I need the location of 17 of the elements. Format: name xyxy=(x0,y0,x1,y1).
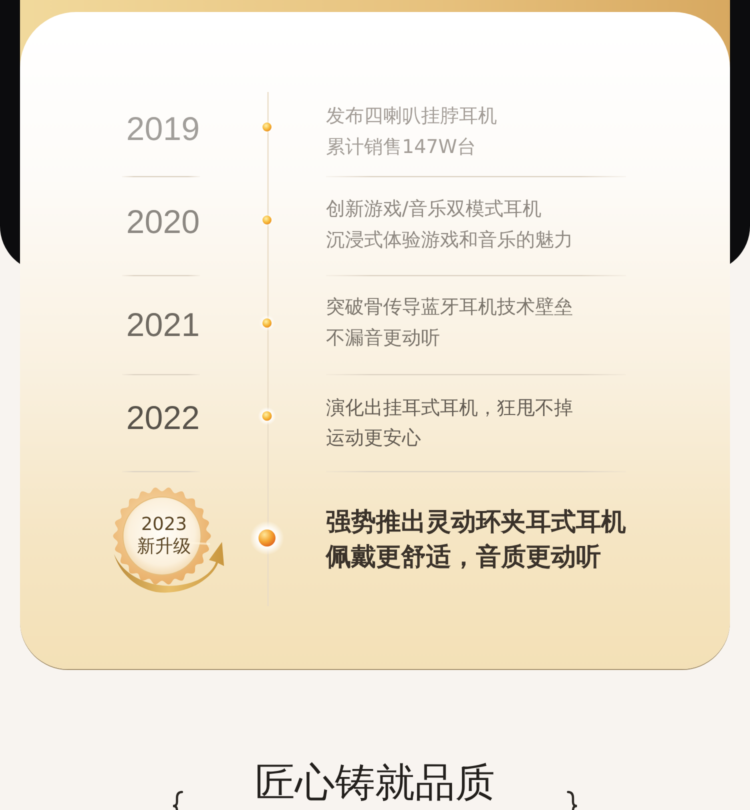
milestone-text: 运动更安心 xyxy=(326,426,421,450)
milestone-text: 强势推出灵动环夹耳式耳机 xyxy=(326,506,626,538)
badge-label: 新升级 xyxy=(136,536,192,558)
milestone-text: 突破骨传导蓝牙耳机技术壁垒 xyxy=(326,295,573,319)
milestone-text: 演化出挂耳式耳机，狂甩不掉 xyxy=(326,396,573,420)
milestone-text: 发布四喇叭挂脖耳机 xyxy=(326,104,497,128)
year-label: 2019 xyxy=(125,109,201,149)
badge-year: 2023 xyxy=(140,514,188,536)
milestone-text: 佩戴更舒适，音质更动听 xyxy=(326,541,601,573)
milestone-text: 沉浸式体验游戏和音乐的魅力 xyxy=(326,228,573,252)
milestone-text: 创新游戏/音乐双模式耳机 xyxy=(326,197,542,221)
milestone-text: 累计销售147W台 xyxy=(326,135,476,159)
milestone-text: 不漏音更动听 xyxy=(326,326,440,350)
year-label: 2022 xyxy=(125,398,201,438)
year-label: 2020 xyxy=(125,202,201,242)
section-heading: 匠心铸就品质 xyxy=(254,760,496,806)
year-label: 2021 xyxy=(125,305,201,345)
